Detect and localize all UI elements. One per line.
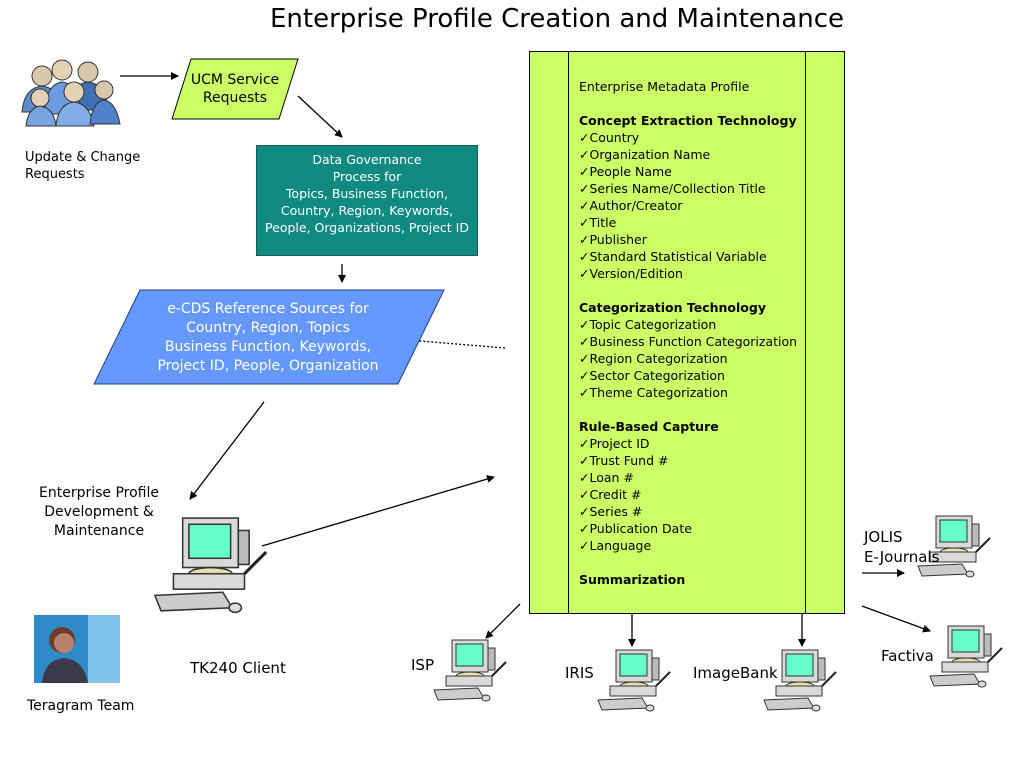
jolis-computer-icon: [917, 515, 991, 578]
metadata-profile-panel: Enterprise Metadata Profile Concept Extr…: [529, 51, 845, 614]
list-item: Version/Edition: [579, 265, 811, 282]
list-item: Author/Creator: [579, 197, 811, 214]
factiva-computer-icon: [929, 625, 1003, 688]
list-item: Trust Fund #: [579, 452, 811, 469]
list-item: Theme Categorization: [579, 384, 811, 401]
list-item: Project ID: [579, 435, 811, 452]
list-item: Title: [579, 214, 811, 231]
list-item: Topic Categorization: [579, 316, 811, 333]
governance-line: Country, Region, Keywords,: [280, 203, 454, 218]
list-item: Business Function Categorization: [579, 333, 811, 350]
users-group-icon: [21, 59, 121, 127]
list-item: Sector Categorization: [579, 367, 811, 384]
teragram-photo-icon: [34, 615, 120, 683]
isp-label: ISP: [411, 656, 434, 674]
metadata-list: Enterprise Metadata Profile Concept Extr…: [579, 78, 811, 588]
arrow-dev-to-panel: [261, 475, 495, 547]
list-item: Series Name/Collection Title: [579, 180, 811, 197]
panel-divider-left: [568, 52, 569, 613]
dev-label-line: Development &: [44, 504, 154, 520]
dev-label: Enterprise Profile Development & Mainten…: [20, 484, 178, 541]
list-item: Series #: [579, 503, 811, 520]
list-item: Language: [579, 537, 811, 554]
metadata-heading: Enterprise Metadata Profile: [579, 79, 750, 94]
users-label: Update & Change Requests: [25, 150, 141, 182]
page-title: Enterprise Profile Creation and Maintena…: [269, 4, 844, 34]
list-item: Organization Name: [579, 146, 811, 163]
imagebank-label: ImageBank: [693, 664, 778, 682]
arrow-ucm-to-governance: [297, 95, 343, 138]
section-title: Rule-Based Capture: [579, 419, 719, 434]
governance-line: Topics, Business Function,: [285, 186, 449, 201]
governance-box: Data Governance Process for Topics, Busi…: [256, 145, 478, 256]
tk240-label: TK240 Client: [190, 659, 286, 677]
ucm-label: UCM Service Requests: [190, 72, 280, 106]
list-item: Region Categorization: [579, 350, 811, 367]
arrow-panel-to-ecds: [407, 336, 506, 349]
ecds-line: Business Function, Keywords,: [164, 339, 372, 355]
dev-computer-icon: [153, 517, 268, 614]
ejournals-label: E-Journals: [864, 548, 940, 566]
section-title: Categorization Technology: [579, 300, 766, 315]
arrow-panel-to-factiva: [861, 605, 931, 633]
dev-label-line: Enterprise Profile: [39, 485, 159, 501]
list-item: Standard Statistical Variable: [579, 248, 811, 265]
arrow-ecds-to-dev: [189, 401, 265, 500]
ecds-line: Project ID, People, Organization: [157, 358, 379, 374]
imagebank-computer-icon: [763, 649, 837, 712]
list-item: Loan #: [579, 469, 811, 486]
ucm-shape: [171, 58, 299, 120]
ecds-line: e-CDS Reference Sources for: [167, 301, 369, 317]
list-item: Publication Date: [579, 520, 811, 537]
iris-label: IRIS: [565, 664, 594, 682]
ecds-box-text: e-CDS Reference Sources for Country, Reg…: [130, 300, 406, 376]
list-item: Country: [579, 129, 811, 146]
dev-label-line: Maintenance: [53, 523, 145, 539]
governance-line: Process for: [332, 169, 402, 184]
section-title: Concept Extraction Technology: [579, 113, 797, 128]
governance-line: People, Organizations, Project ID: [265, 220, 469, 235]
governance-line: Data Governance: [312, 152, 422, 167]
ecds-line: Country, Region, Topics: [186, 320, 350, 336]
factiva-label: Factiva: [881, 647, 934, 665]
teragram-label: Teragram Team: [27, 698, 135, 714]
ecds-shape: [93, 289, 445, 385]
iris-computer-icon: [597, 649, 671, 712]
jolis-label: JOLIS: [864, 528, 903, 546]
isp-computer-icon: [433, 639, 507, 702]
list-item: Publisher: [579, 231, 811, 248]
arrow-panel-to-isp: [485, 603, 521, 639]
list-item: Credit #: [579, 486, 811, 503]
section-title: Summarization: [579, 572, 686, 587]
list-item: People Name: [579, 163, 811, 180]
